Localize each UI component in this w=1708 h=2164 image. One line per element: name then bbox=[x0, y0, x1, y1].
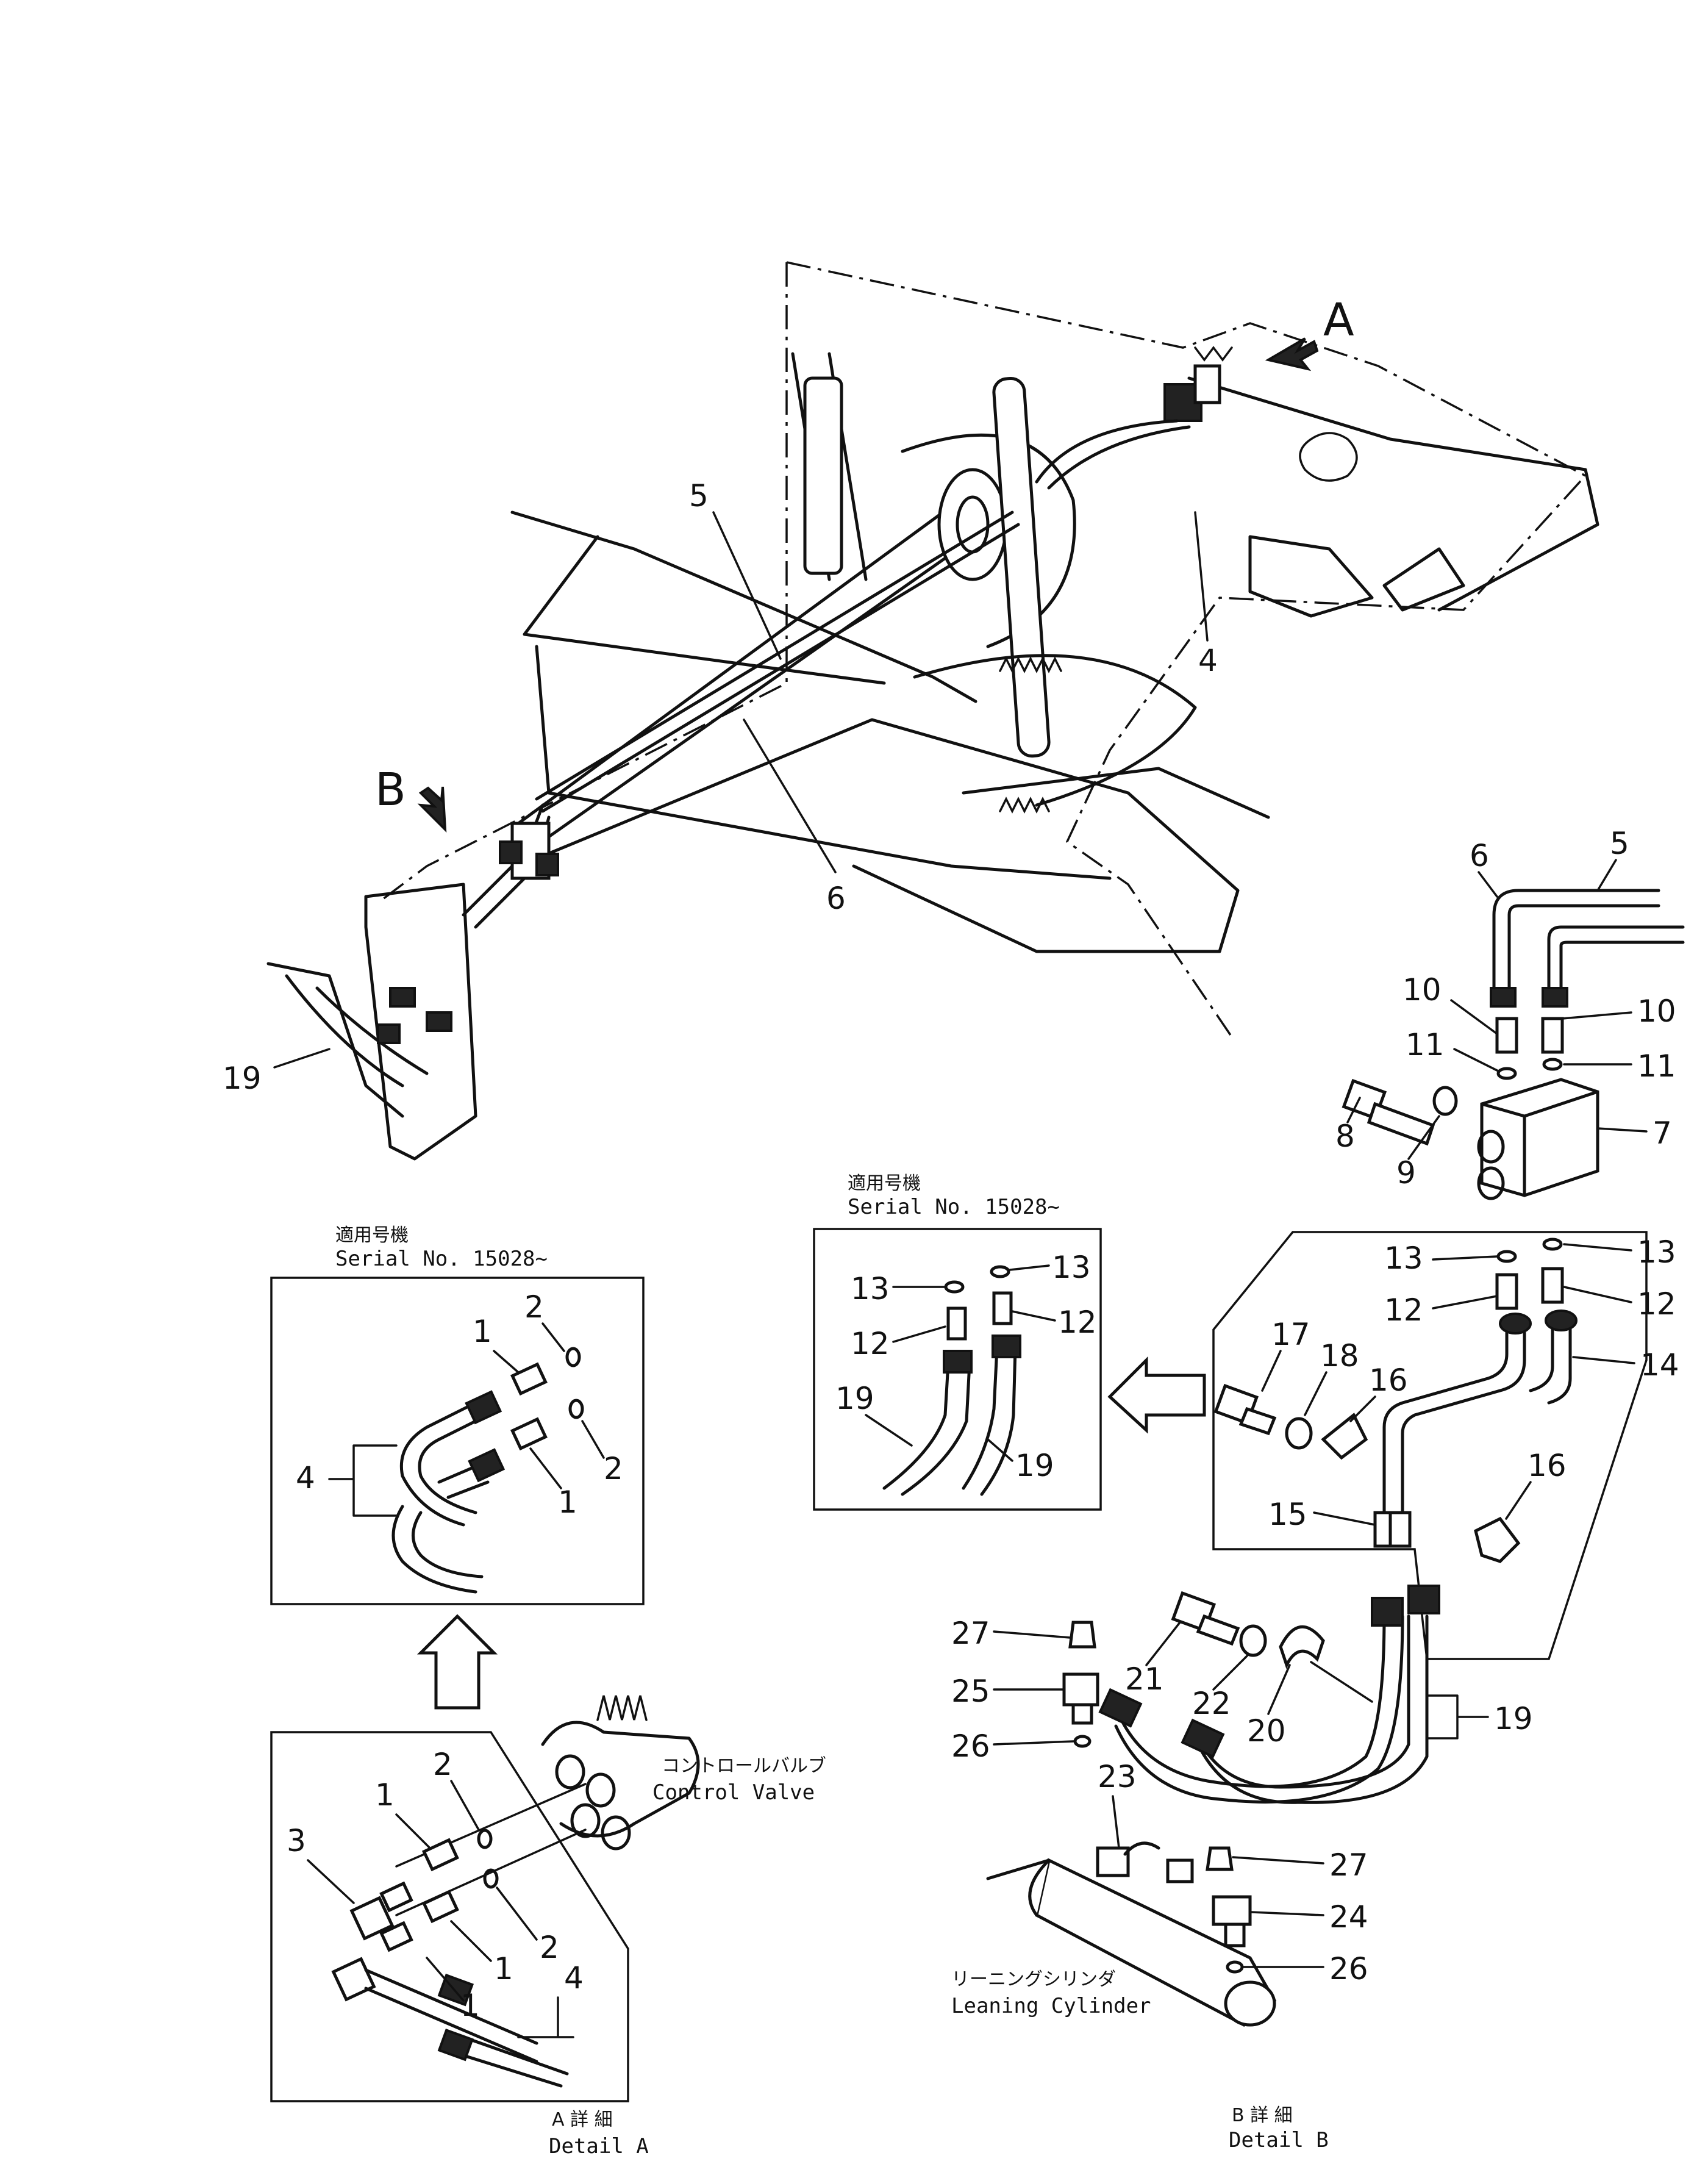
callout-r11b: 11 bbox=[1637, 1048, 1676, 1084]
callout-r10a: 10 bbox=[1402, 972, 1442, 1008]
callout-b27a: 27 bbox=[951, 1616, 990, 1651]
callout-s13a: 13 bbox=[851, 1271, 890, 1306]
callout-r15: 15 bbox=[1268, 1497, 1307, 1532]
callout-r14: 14 bbox=[1640, 1347, 1679, 1383]
callout-s19b: 19 bbox=[1015, 1448, 1054, 1483]
callout-b26b: 26 bbox=[1329, 1951, 1368, 1987]
callout-d1b: 1 bbox=[494, 1951, 513, 1987]
callout-r10b: 10 bbox=[1637, 994, 1676, 1029]
view-label-a: A bbox=[1323, 294, 1354, 346]
inset-right-serial: Serial No. 15028~ bbox=[848, 1195, 1060, 1219]
callout-r18: 18 bbox=[1320, 1338, 1359, 1374]
callout-r12a: 12 bbox=[1384, 1292, 1423, 1328]
callout-l1a: 1 bbox=[473, 1314, 492, 1349]
callout-b26a: 26 bbox=[951, 1729, 990, 1764]
detail-a: コントロールバルブ Control Valve 2 1 3 1 2 1 4 bbox=[270, 1695, 826, 2159]
callout-d1a: 1 bbox=[375, 1777, 395, 1813]
callout-r9: 9 bbox=[1396, 1155, 1416, 1191]
callout-b27b: 27 bbox=[1329, 1847, 1368, 1883]
callout-6: 6 bbox=[826, 881, 846, 916]
callout-l2b: 2 bbox=[604, 1451, 623, 1486]
inset-right: 適用号機 Serial No. 15028~ 13 13 12 12 19 19 bbox=[813, 1173, 1206, 1511]
inset-left-jp: 適用号機 bbox=[335, 1225, 409, 1246]
callout-s19a: 19 bbox=[835, 1381, 874, 1416]
inset-left: 適用号機 Serial No. 15028~ 2 1 4 2 1 bbox=[270, 1225, 645, 1710]
view-arrow-a bbox=[1265, 337, 1319, 371]
valve-at-b bbox=[499, 822, 559, 880]
view-arrow-b bbox=[417, 786, 447, 833]
callout-s12b: 12 bbox=[1058, 1305, 1097, 1340]
main-assembly: A B 5 6 4 19 bbox=[223, 261, 1599, 1161]
callout-b25: 25 bbox=[951, 1674, 990, 1709]
callout-d1c: 1 bbox=[460, 1988, 480, 2023]
callout-d3: 3 bbox=[287, 1823, 306, 1858]
callout-19: 19 bbox=[223, 1061, 262, 1096]
callout-s12a: 12 bbox=[851, 1326, 890, 1361]
callout-5: 5 bbox=[689, 478, 709, 514]
callout-r11a: 11 bbox=[1406, 1027, 1445, 1062]
valve-at-a bbox=[1163, 346, 1233, 422]
callout-r6: 6 bbox=[1470, 838, 1489, 873]
callout-r5: 5 bbox=[1610, 826, 1629, 861]
leaning-cylinder-en: Leaning Cylinder bbox=[951, 1994, 1151, 2018]
callout-b21: 21 bbox=[1125, 1661, 1164, 1697]
callout-r13a: 13 bbox=[1384, 1241, 1423, 1276]
inset-right-jp: 適用号機 bbox=[848, 1173, 921, 1194]
callout-b22: 22 bbox=[1192, 1686, 1231, 1721]
detail-a-en: Detail A bbox=[549, 2134, 649, 2159]
callout-r17: 17 bbox=[1271, 1317, 1310, 1352]
leaning-cylinder-jp: リーニングシリンダ bbox=[951, 1969, 1116, 1990]
valve-exploded: 6 5 10 10 11 11 8 9 7 13 13 12 12 17 18 … bbox=[1212, 826, 1685, 1660]
callout-d2a: 2 bbox=[433, 1747, 452, 1782]
callout-b24: 24 bbox=[1329, 1899, 1368, 1935]
callout-r16b: 16 bbox=[1528, 1448, 1567, 1483]
control-valve-en: Control Valve bbox=[652, 1780, 815, 1805]
callout-d4: 4 bbox=[564, 1960, 584, 1996]
callout-b19: 19 bbox=[1494, 1701, 1533, 1736]
callout-l2a: 2 bbox=[524, 1289, 544, 1325]
callout-b20: 20 bbox=[1247, 1713, 1286, 1749]
detail-b-en: Detail B bbox=[1229, 2128, 1329, 2152]
detail-b-jp: B 詳 細 bbox=[1232, 2105, 1293, 2126]
inset-left-serial: Serial No. 15028~ bbox=[335, 1247, 548, 1271]
callout-s13b: 13 bbox=[1052, 1250, 1091, 1285]
control-valve-jp: コントロールバルブ bbox=[662, 1755, 826, 1777]
callout-l4: 4 bbox=[296, 1460, 315, 1496]
callout-r16a: 16 bbox=[1369, 1363, 1408, 1398]
detail-b: リーニングシリンダ Leaning Cylinder 27 21 25 22 2… bbox=[951, 1585, 1533, 2152]
callout-b23: 23 bbox=[1098, 1759, 1137, 1794]
callout-4: 4 bbox=[1198, 643, 1218, 678]
callout-r12b: 12 bbox=[1637, 1286, 1676, 1322]
callout-r8: 8 bbox=[1335, 1119, 1355, 1154]
callout-l1b: 1 bbox=[558, 1485, 577, 1520]
detail-a-jp: A 詳 細 bbox=[552, 2109, 613, 2130]
view-label-b: B bbox=[375, 764, 406, 816]
callout-d2b: 2 bbox=[540, 1930, 559, 1965]
callout-r13b: 13 bbox=[1637, 1234, 1676, 1270]
callout-r7: 7 bbox=[1653, 1116, 1672, 1151]
